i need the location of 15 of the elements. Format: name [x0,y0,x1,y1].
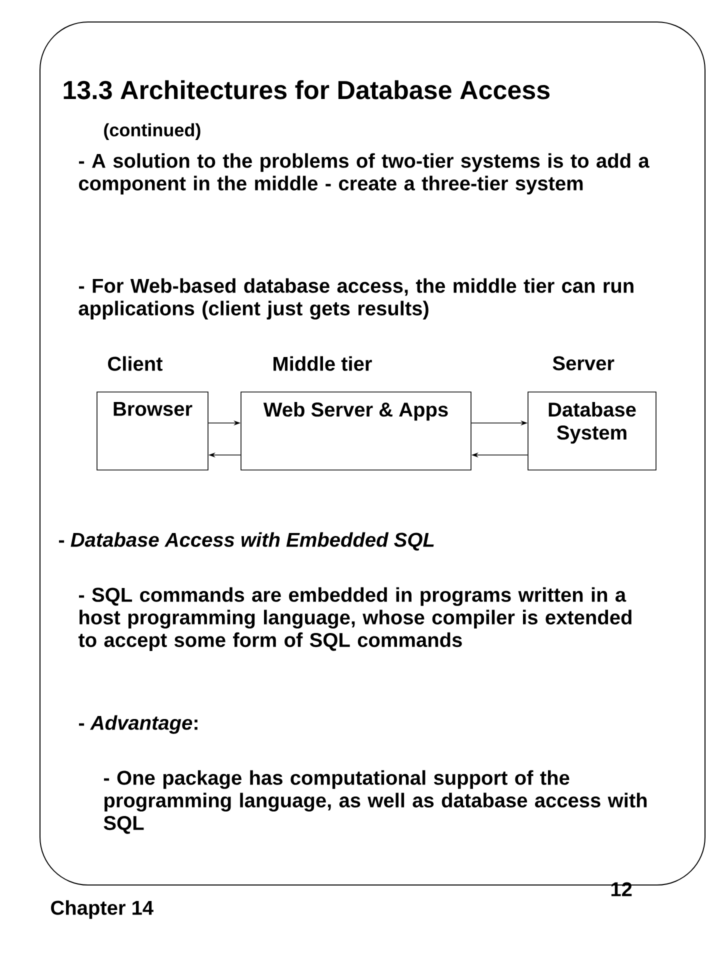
chapter-label: Chapter 14 [51,900,154,919]
process-box: Database System [528,392,656,470]
column-heading: Middle tier [274,356,372,371]
bullet-text: - SQL commands are embedded in programs written in a host programming language, whose compiler is extended to accept some form of SQL commands [78,587,632,652]
bullet-text: - Advantage: [78,715,198,734]
bullet-text: - For Web-based database access, the middle tier can run applications (client just gets results) [78,278,634,320]
title: 13.3 Architectures for Database Access [64,80,550,100]
column-heading: Server [552,356,614,370]
bullet-text: - One package has computational support of the programming language, as well as database access with SQL [104,770,647,834]
bullet-text: - A solution to the problems of two-tier systems is to add a component in the middle - create a three-tier system [78,153,650,194]
section-heading: - Database Access with Embedded SQL [58,532,434,551]
subtitle: (continued) [104,123,200,140]
process-box: Web Server & Apps [240,392,472,470]
column-heading: Client [108,356,163,371]
process-box: Browser [96,392,208,470]
